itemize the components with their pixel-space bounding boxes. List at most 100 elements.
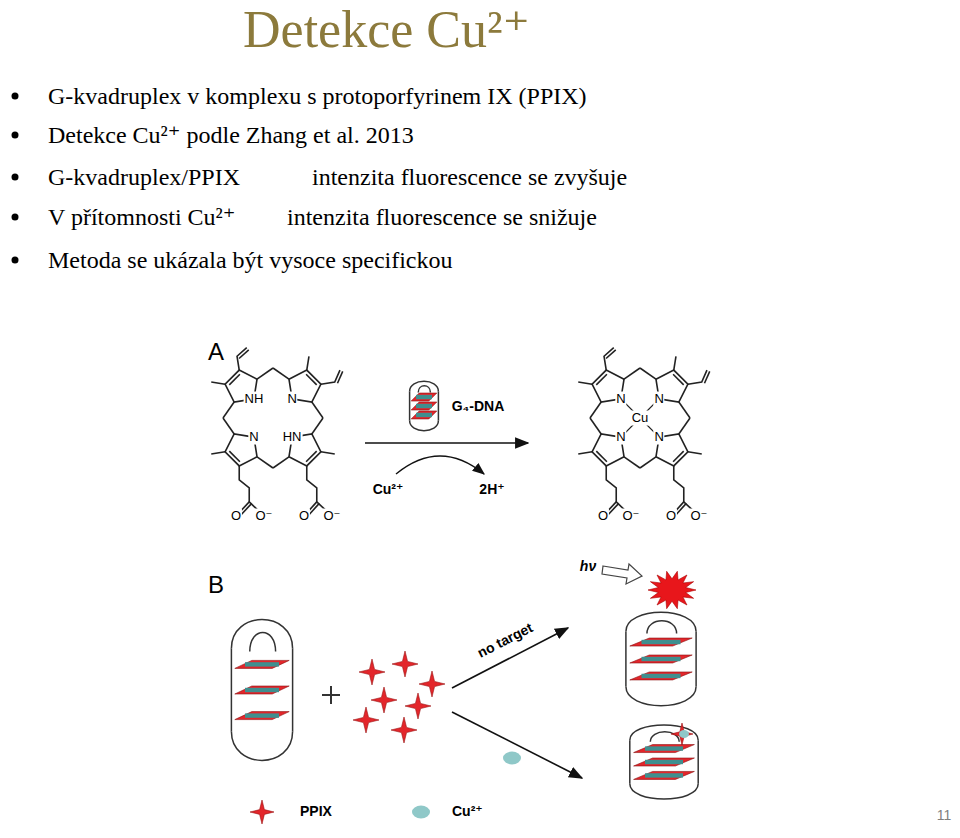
atom-label: N (653, 391, 664, 406)
meso-bond (312, 418, 323, 434)
atom-label: HN (282, 430, 303, 445)
porphyrin-molecule (211, 348, 342, 518)
meso-bond (679, 418, 690, 434)
vinyl-double-bond (337, 371, 342, 383)
bullet-dot (12, 93, 19, 100)
dna-strand (250, 632, 276, 651)
dna-strand (697, 740, 699, 784)
meso-bond (640, 368, 656, 379)
ppix-star (419, 671, 445, 697)
legend-dot (412, 806, 430, 819)
bullet-text: Metoda se ukázala být vysoce specifickou (48, 246, 453, 274)
bullet-text: G-kvadruplex/PPIX (48, 163, 240, 191)
g-tetrad-core (245, 662, 279, 666)
double-bond (229, 374, 240, 385)
dna-strand (292, 648, 294, 731)
g-tetrad (411, 411, 437, 419)
g-tetrad (630, 638, 692, 646)
legend-swatch (407, 798, 435, 826)
dna-strand (625, 631, 627, 686)
light-label: hν (580, 558, 596, 574)
ppix-star (392, 651, 418, 677)
reaction-arrow (365, 442, 528, 444)
ppix-star (359, 659, 385, 685)
propionate-chain (606, 466, 616, 502)
bullet-text: G-kvadruplex v komplexu s protoporfyrine… (48, 82, 587, 110)
vinyl-group (321, 370, 340, 384)
legend-text: Cu²⁺ (452, 803, 483, 819)
meso-bond (257, 368, 273, 379)
copper-ion (679, 730, 689, 738)
g-tetrad (235, 660, 289, 668)
g-tetrad (411, 393, 437, 401)
g-tetrad-core (642, 674, 681, 678)
bullet-text: V přítomnosti Cu²⁺ (48, 203, 235, 231)
bullet-dot (12, 132, 19, 139)
methyl-group (674, 356, 676, 370)
curved-arrow (396, 456, 484, 474)
g-tetrad-core (245, 688, 279, 692)
bullet-text: intenzita fluorescence se snižuje (287, 203, 597, 231)
copper-ion (503, 752, 521, 765)
methyl-group (211, 452, 225, 454)
methyl-group (321, 452, 335, 454)
g-tetrad (634, 758, 695, 766)
meso-bond (624, 368, 640, 379)
ion-label: 2H⁺ (479, 481, 504, 497)
ppix-star (371, 687, 397, 713)
meso-bond (679, 402, 690, 418)
meso-bond (223, 402, 234, 418)
g-tetrad-core (645, 746, 683, 750)
double-bond (673, 451, 684, 462)
g-quadruplex (626, 612, 696, 705)
ppix-star (405, 693, 431, 719)
dna-strand (629, 740, 631, 784)
dna-strand (231, 648, 233, 731)
slide-title: Detekce Cu²⁺ (243, 0, 530, 60)
dna-strand (418, 386, 430, 393)
g-tetrad-core (645, 773, 683, 777)
dna-strand (231, 732, 292, 761)
g-tetrad (634, 771, 695, 779)
propionate-chain (239, 466, 249, 502)
vinyl-double-bond (704, 371, 709, 383)
meso-bond (257, 457, 273, 468)
legend-swatch (248, 798, 276, 826)
double-bond (596, 374, 607, 385)
ppix-cluster (353, 651, 445, 743)
vinyl-group (604, 348, 614, 370)
dna-strand (409, 391, 411, 420)
methyl-group (211, 382, 225, 384)
bullet-dot (12, 174, 19, 181)
dna-strand (630, 784, 698, 799)
atom-label: O⁻ (255, 509, 274, 524)
ppix-star (353, 707, 379, 733)
double-bond (596, 451, 607, 462)
bullet-text: Detekce Cu²⁺ podle Zhang et al. 2013 (48, 121, 414, 149)
legend-text: PPIX (300, 803, 332, 819)
light-arrow (602, 564, 642, 584)
vinyl-double-bond (239, 350, 249, 359)
page-number: 11 (937, 807, 952, 823)
plus-sign (322, 686, 340, 704)
atom-label: N (286, 391, 297, 406)
meso-bond (223, 418, 234, 434)
atom-label: N (615, 430, 626, 445)
bullet-dot (12, 257, 19, 264)
atom-label: O (665, 509, 677, 524)
atom-label: N (615, 391, 626, 406)
atom-label: O (298, 509, 310, 524)
double-bond (673, 374, 684, 385)
atom-label: O⁻ (622, 509, 641, 524)
legend-star (250, 800, 274, 824)
meso-bond (273, 457, 289, 468)
panel-letter: A (208, 338, 224, 366)
g-tetrad-core (416, 413, 432, 417)
meso-bond (273, 368, 289, 379)
double-bond (306, 374, 317, 385)
ppix-star (671, 723, 693, 745)
meso-bond (590, 418, 601, 434)
reagent-label: G₄-DNA (452, 398, 505, 414)
vinyl-double-bond (606, 350, 616, 359)
